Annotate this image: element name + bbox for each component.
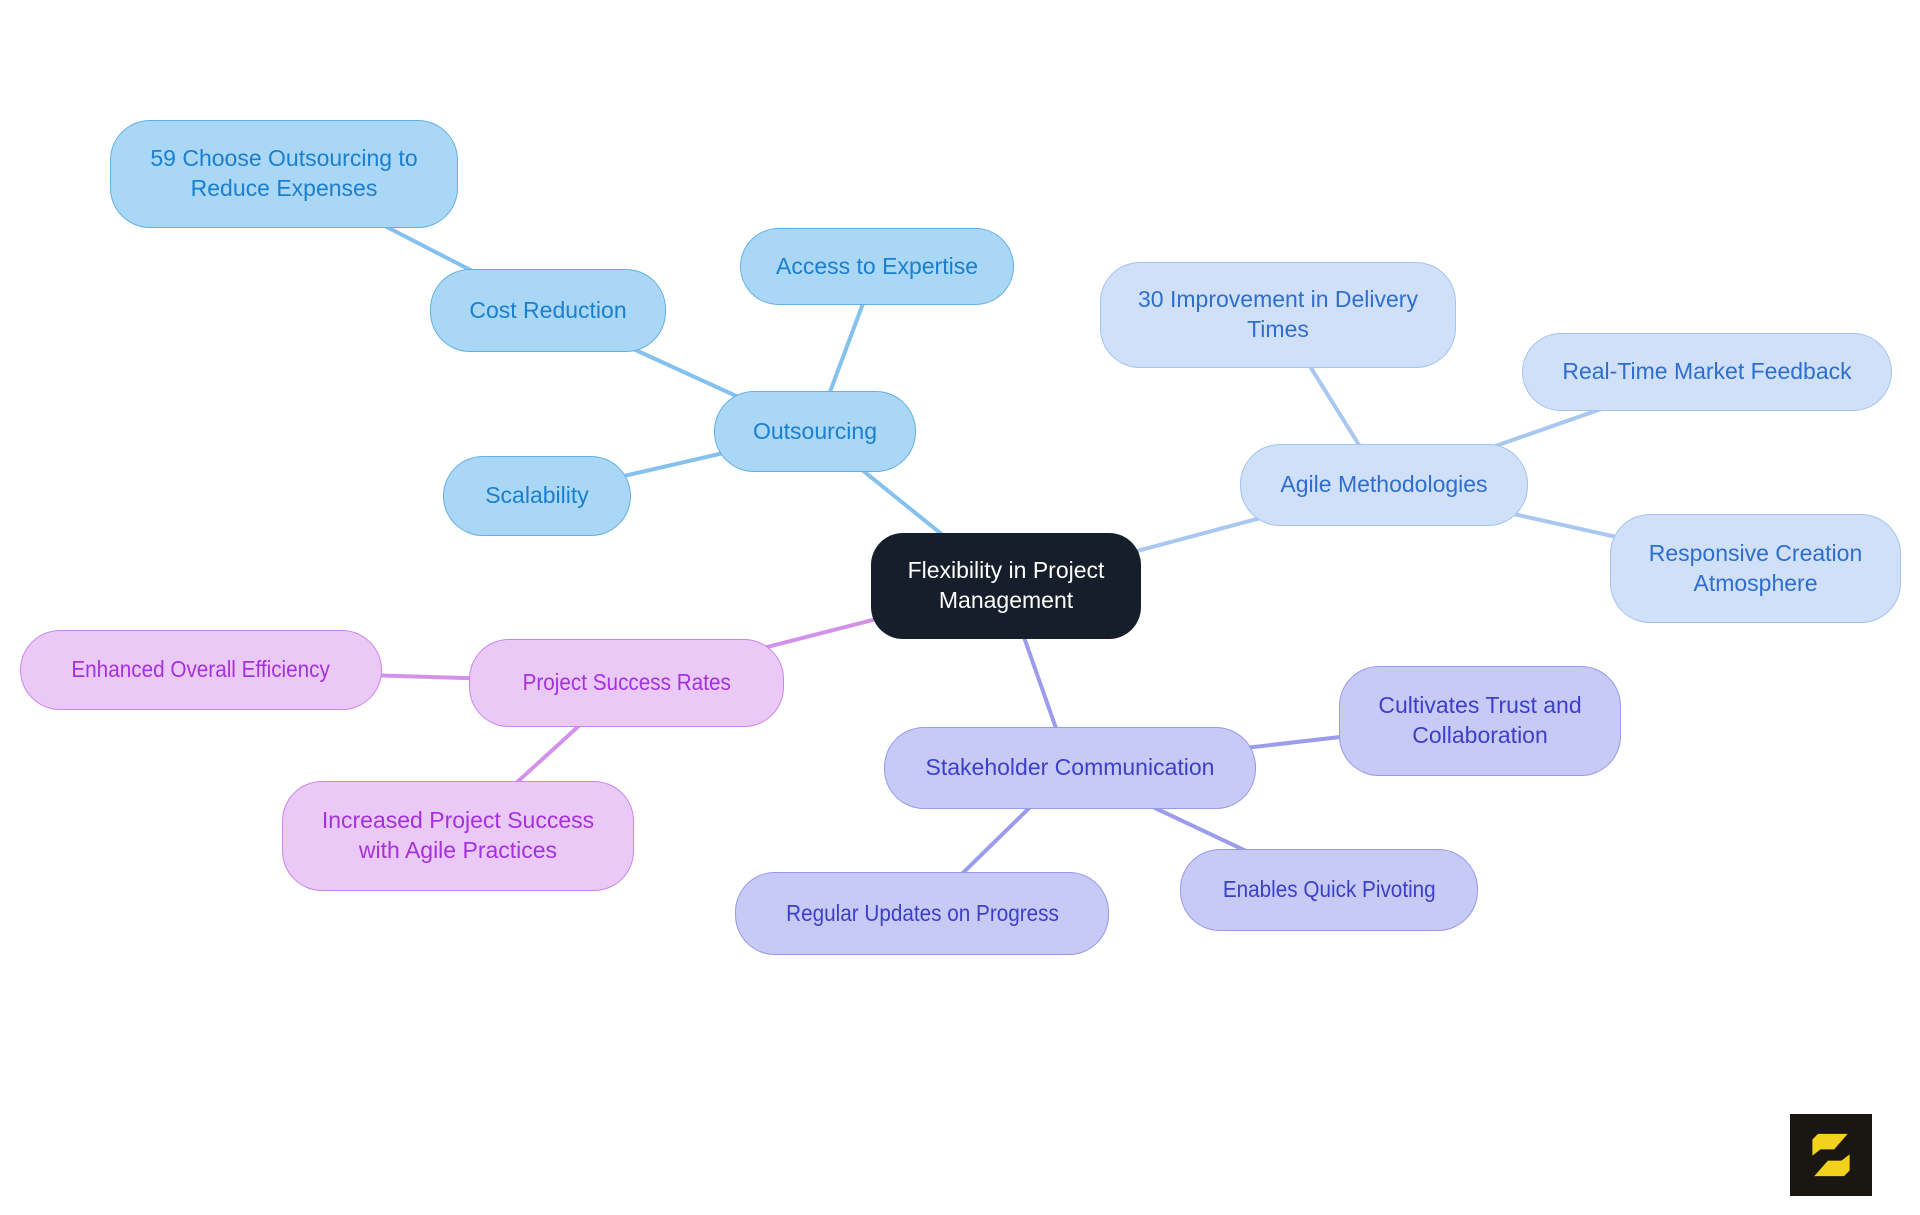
node-stakeholder-communication[interactable]: Stakeholder Communication bbox=[884, 727, 1256, 809]
node-delivery-times[interactable]: 30 Improvement in Delivery Times bbox=[1100, 262, 1456, 368]
node-agile-methodologies[interactable]: Agile Methodologies bbox=[1240, 444, 1528, 526]
node-cost-reduction-label: Cost Reduction bbox=[469, 296, 627, 323]
node-access-expertise[interactable]: Access to Expertise bbox=[740, 228, 1014, 305]
node-cultivates-trust-label: Cultivates Trust and Collaboration bbox=[1378, 692, 1582, 748]
node-project-success-rates-label: Project Success Rates bbox=[522, 669, 731, 696]
node-scalability[interactable]: Scalability bbox=[443, 456, 631, 536]
logo-s-icon bbox=[1812, 1133, 1850, 1177]
node-choose-outsourcing[interactable]: 59 Choose Outsourcing to Reduce Expenses bbox=[110, 120, 458, 228]
node-responsive-atmosphere[interactable]: Responsive Creation Atmosphere bbox=[1610, 514, 1901, 623]
node-market-feedback-label: Real-Time Market Feedback bbox=[1562, 358, 1852, 385]
node-central-flexibility-label: Flexibility in Project Management bbox=[907, 557, 1105, 613]
node-cultivates-trust[interactable]: Cultivates Trust and Collaboration bbox=[1339, 666, 1621, 776]
node-responsive-atmosphere-label: Responsive Creation Atmosphere bbox=[1648, 539, 1863, 596]
node-central-flexibility[interactable]: Flexibility in Project Management bbox=[871, 533, 1141, 639]
node-quick-pivoting-label: Enables Quick Pivoting bbox=[1222, 876, 1436, 903]
node-quick-pivoting[interactable]: Enables Quick Pivoting bbox=[1180, 849, 1478, 931]
node-choose-outsourcing-label: 59 Choose Outsourcing to Reduce Expenses bbox=[150, 145, 418, 201]
node-outsourcing-label: Outsourcing bbox=[752, 417, 877, 444]
node-enhanced-efficiency[interactable]: Enhanced Overall Efficiency bbox=[20, 630, 382, 710]
node-access-expertise-label: Access to Expertise bbox=[776, 252, 978, 279]
node-enhanced-efficiency-label: Enhanced Overall Efficiency bbox=[71, 656, 331, 683]
node-project-success-rates[interactable]: Project Success Rates bbox=[469, 639, 784, 727]
node-delivery-times-label: 30 Improvement in Delivery Times bbox=[1138, 286, 1418, 342]
node-market-feedback[interactable]: Real-Time Market Feedback bbox=[1522, 333, 1892, 411]
node-scalability-label: Scalability bbox=[485, 482, 589, 509]
node-increased-success-label: Increased Project Success with Agile Pra… bbox=[321, 807, 595, 863]
node-stakeholder-communication-label: Stakeholder Communication bbox=[925, 754, 1215, 781]
node-regular-updates-label: Regular Updates on Progress bbox=[785, 899, 1059, 926]
node-increased-success[interactable]: Increased Project Success with Agile Pra… bbox=[282, 781, 634, 891]
node-regular-updates[interactable]: Regular Updates on Progress bbox=[735, 872, 1109, 955]
node-cost-reduction[interactable]: Cost Reduction bbox=[430, 269, 666, 352]
node-outsourcing[interactable]: Outsourcing bbox=[714, 391, 916, 472]
brand-logo bbox=[1790, 1114, 1872, 1196]
node-agile-methodologies-label: Agile Methodologies bbox=[1280, 471, 1488, 498]
